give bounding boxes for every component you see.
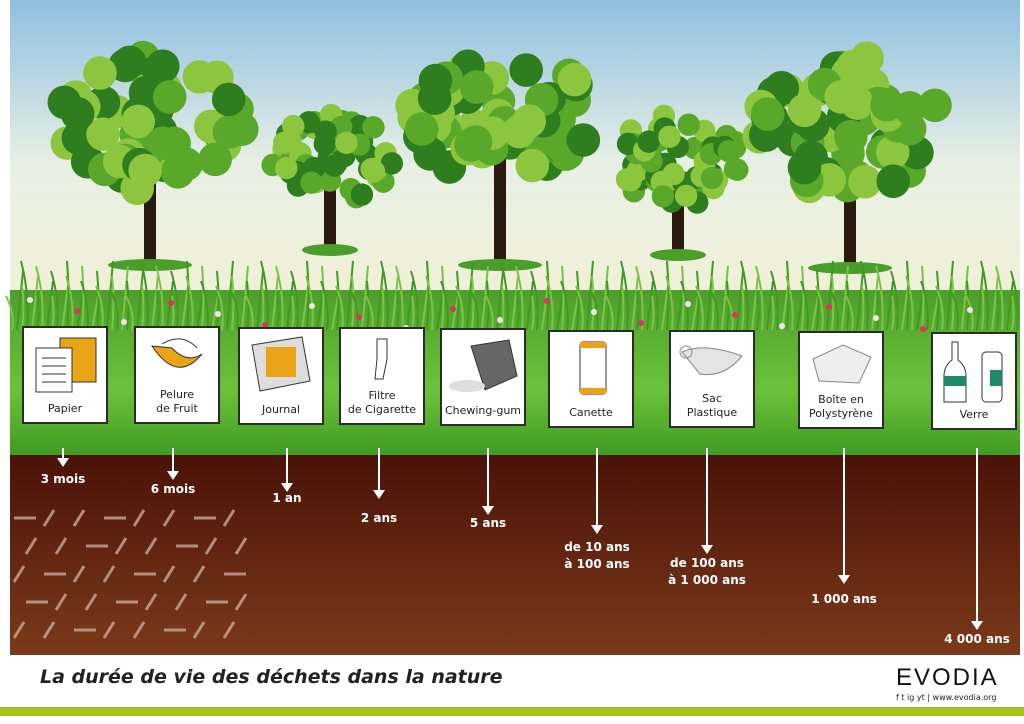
waste-card: Filtre de Cigarette: [339, 327, 425, 425]
website-url: www.evodia.org: [932, 693, 997, 702]
evodia-logo: EVODIA: [896, 664, 999, 691]
tree: [261, 103, 404, 256]
plastic-bag-icon: [679, 345, 743, 376]
waste-label: Canette: [569, 406, 613, 419]
decomposition-duration: 1 an: [272, 491, 302, 505]
website-link[interactable]: f t ig yt | www.evodia.org: [896, 693, 997, 702]
social-icons: f t ig yt: [896, 693, 925, 702]
foam-box-icon: [812, 344, 872, 384]
page-title: La durée de vie des déchets dans la natu…: [40, 666, 503, 688]
waste-card: Journal: [238, 327, 324, 425]
waste-label: Journal: [261, 403, 301, 416]
decomposition-duration: de 10 ans à 100 ans: [564, 540, 630, 571]
waste-card: Papier: [22, 326, 108, 424]
tree: [615, 104, 749, 261]
paper-icon: [35, 337, 97, 393]
arrow-down-icon: [57, 448, 69, 467]
arrow-down-icon: [971, 448, 983, 630]
waste-card: Pelure de Fruit: [134, 326, 220, 424]
trees: [47, 40, 952, 274]
arrow-down-icon: [373, 448, 385, 499]
arrow-down-icon: [482, 448, 494, 515]
footer-bar: [0, 707, 1024, 716]
waste-label: Papier: [47, 402, 83, 415]
decomposition-duration: 1 000 ans: [811, 592, 877, 606]
decomposition-duration: 6 mois: [150, 482, 196, 496]
waste-label: Boîte en Polystyrène: [809, 393, 873, 420]
decomposition-duration: de 100 ans à 1 000 ans: [668, 556, 746, 587]
waste-card: Boîte en Polystyrène: [798, 331, 884, 429]
waste-card: Verre: [931, 332, 1017, 430]
waste-card: Canette: [548, 330, 634, 428]
banana-peel-icon: [151, 338, 203, 368]
decomposition-duration: 5 ans: [469, 516, 507, 530]
arrow-down-icon: [701, 448, 713, 554]
arrow-down-icon: [281, 448, 293, 492]
tree: [47, 40, 259, 271]
decomposition-duration: 2 ans: [360, 511, 398, 525]
waste-label: Chewing-gum: [444, 404, 522, 417]
arrow-down-icon: [838, 448, 850, 584]
grass-blades: [5, 260, 1019, 332]
waste-label: Verre: [959, 408, 989, 421]
waste-card: Sac Plastique: [669, 330, 755, 428]
decomposition-duration: 4 000 ans: [944, 632, 1010, 646]
waste-label: Filtre de Cigarette: [347, 389, 417, 416]
newspaper-icon: [251, 336, 311, 392]
waste-label: Pelure de Fruit: [156, 388, 198, 415]
tree: [742, 41, 952, 274]
tree: [395, 49, 601, 271]
decomposition-duration: 3 mois: [40, 472, 86, 486]
sneaker-gum-icon: [449, 339, 518, 392]
waste-card: Chewing-gum: [440, 328, 526, 426]
cigarette-butt-icon: [374, 338, 388, 380]
can-icon: [579, 341, 607, 395]
arrow-down-icon: [591, 448, 603, 534]
waste-label: Sac Plastique: [686, 392, 738, 419]
soil-texture: [12, 509, 248, 639]
arrow-down-icon: [167, 448, 179, 480]
glass-bottles-icon: [943, 341, 1003, 403]
